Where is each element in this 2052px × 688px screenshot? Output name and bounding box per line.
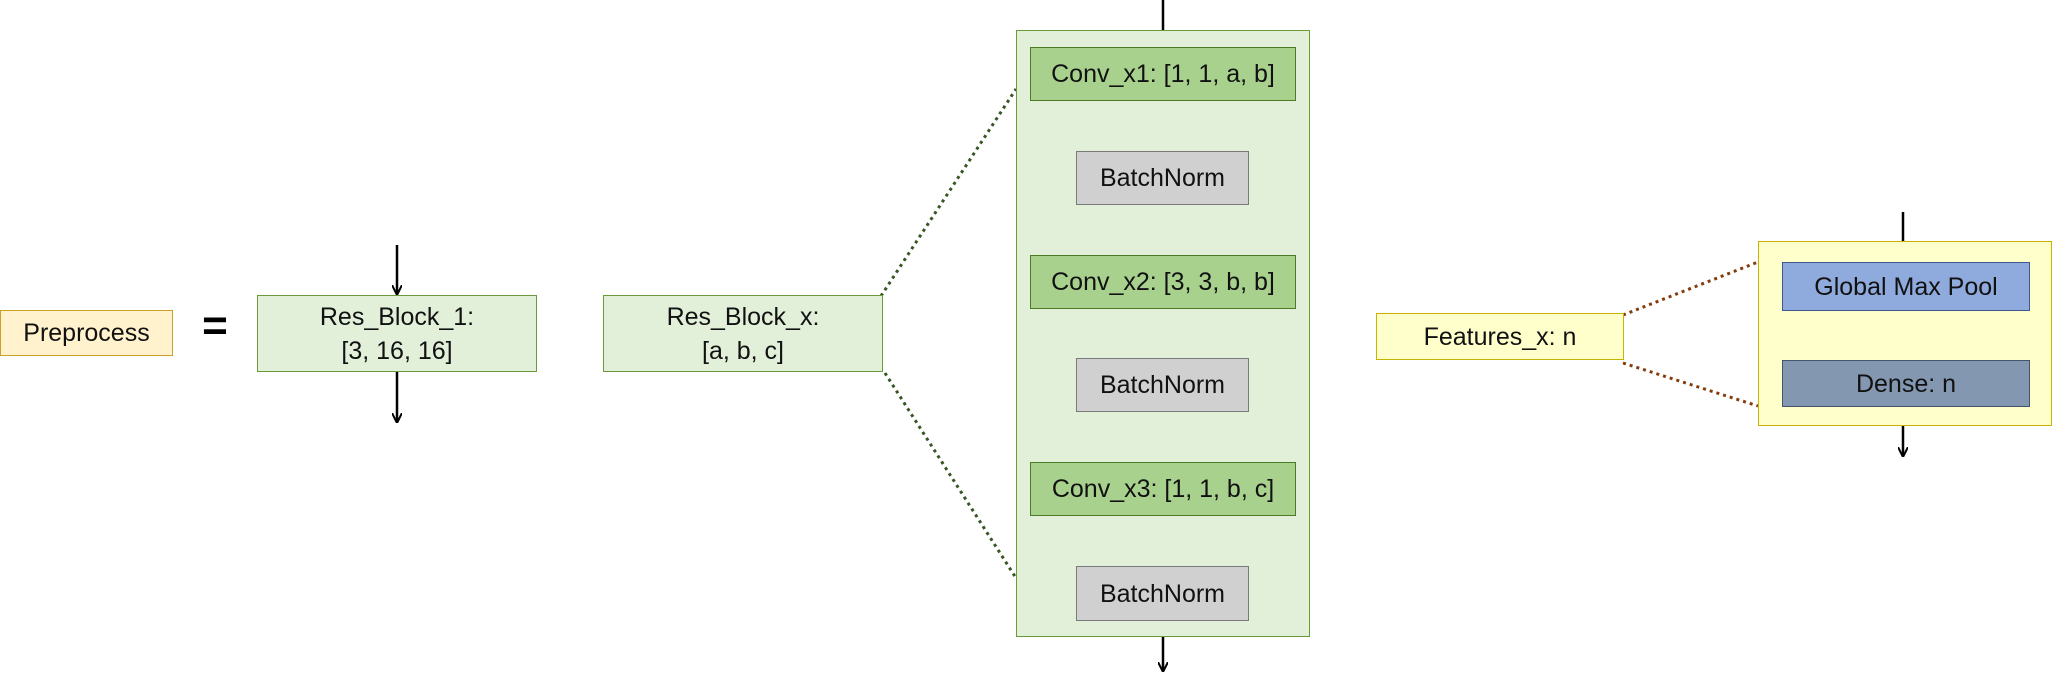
res-block-x-box: Res_Block_x: [a, b, c]: [603, 295, 883, 372]
batchnorm-3-label: BatchNorm: [1099, 579, 1226, 608]
conv-x3-box: Conv_x3: [1, 1, b, c]: [1030, 462, 1296, 516]
conv-x2-box: Conv_x2: [3, 3, b, b]: [1030, 255, 1296, 309]
res-block-detail-panel: [1016, 30, 1310, 637]
features-x-box: Features_x: n: [1376, 313, 1624, 360]
zoom-line-bottom: [883, 372, 1018, 579]
res-block-x-line2: [a, b, c]: [702, 336, 784, 365]
batchnorm-1-label: BatchNorm: [1099, 164, 1226, 192]
features-x-label: Features_x: n: [1423, 322, 1577, 351]
dense-label: Dense: n: [1855, 369, 1957, 398]
batchnorm-1-box: BatchNorm: [1076, 151, 1249, 205]
global-max-pool-label: Global Max Pool: [1814, 272, 1998, 301]
batchnorm-2-label: BatchNorm: [1099, 371, 1226, 399]
global-max-pool-box: Global Max Pool: [1782, 262, 2030, 311]
zoom-line-top: [879, 88, 1018, 297]
dense-box: Dense: n: [1782, 360, 2030, 407]
conv-x3-label: Conv_x3: [1, 1, b, c]: [1051, 475, 1275, 503]
batchnorm-2-box: BatchNorm: [1076, 358, 1249, 412]
res-block-1-line1: Res_Block_1:: [319, 302, 475, 331]
features-zoom-line-top: [1622, 260, 1759, 317]
preprocess-box: Preprocess: [0, 310, 173, 356]
equals-sign: =: [202, 301, 228, 350]
res-block-1-box: Res_Block_1: [3, 16, 16]: [257, 295, 537, 372]
features-zoom-line-bottom: [1622, 361, 1759, 408]
res-block-1-line2: [3, 16, 16]: [341, 336, 453, 365]
conv-x2-label: Conv_x2: [3, 3, b, b]: [1051, 268, 1275, 296]
conv-x1-box: Conv_x1: [1, 1, a, b]: [1030, 47, 1296, 101]
preprocess-label: Preprocess: [23, 319, 150, 347]
batchnorm-3-box: BatchNorm: [1076, 566, 1249, 621]
res-block-x-line1: Res_Block_x:: [666, 302, 820, 331]
conv-x1-label: Conv_x1: [1, 1, a, b]: [1051, 60, 1275, 88]
